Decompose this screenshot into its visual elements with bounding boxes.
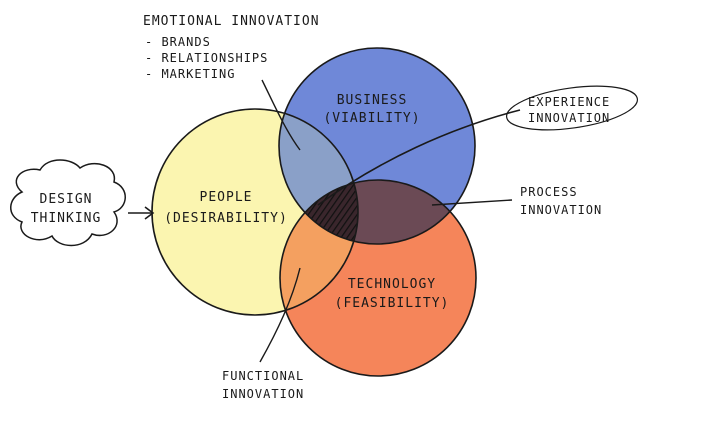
emotional-innovation-leader [261, 79, 301, 151]
emotional-innovation-title: EMOTIONAL INNOVATION [143, 14, 320, 29]
experience-innovation-ellipse [505, 85, 639, 131]
business-sublabel: (VIABILITY) [323, 111, 420, 126]
experience-innovation-sublabel: INNOVATION [528, 111, 610, 125]
emotional-item-relationships: - RELATIONSHIPS [145, 51, 268, 65]
design-thinking-label: DESIGN [40, 192, 93, 207]
people-sublabel: (DESIRABILITY) [164, 211, 288, 226]
arrow-head-icon [144, 206, 155, 220]
technology-label: TECHNOLOGY [348, 277, 436, 292]
people-label: PEOPLE [200, 190, 253, 205]
business-circle-outline [278, 47, 476, 245]
process-innovation-label: PROCESS [520, 185, 578, 199]
technology-sublabel: (FEASIBILITY) [335, 296, 450, 311]
functional-innovation-label: FUNCTIONAL [222, 369, 304, 383]
technology-circle-outline [279, 179, 477, 377]
design-thinking-cloud [10, 159, 126, 247]
business-label: BUSINESS [337, 93, 408, 108]
center-hatched-overlap [280, 180, 358, 244]
experience-innovation-label: EXPERIENCE [528, 95, 610, 109]
design-thinking-sublabel: THINKING [31, 211, 102, 226]
functional-innovation-leader [259, 267, 301, 363]
process-innovation-leader [431, 199, 513, 206]
emotional-item-brands: - BRANDS [145, 35, 211, 49]
experience-innovation-leader [317, 109, 521, 206]
emotional-item-marketing: - MARKETING [145, 67, 235, 81]
process-innovation-sublabel: INNOVATION [520, 203, 602, 217]
functional-innovation-sublabel: INNOVATION [222, 387, 304, 401]
